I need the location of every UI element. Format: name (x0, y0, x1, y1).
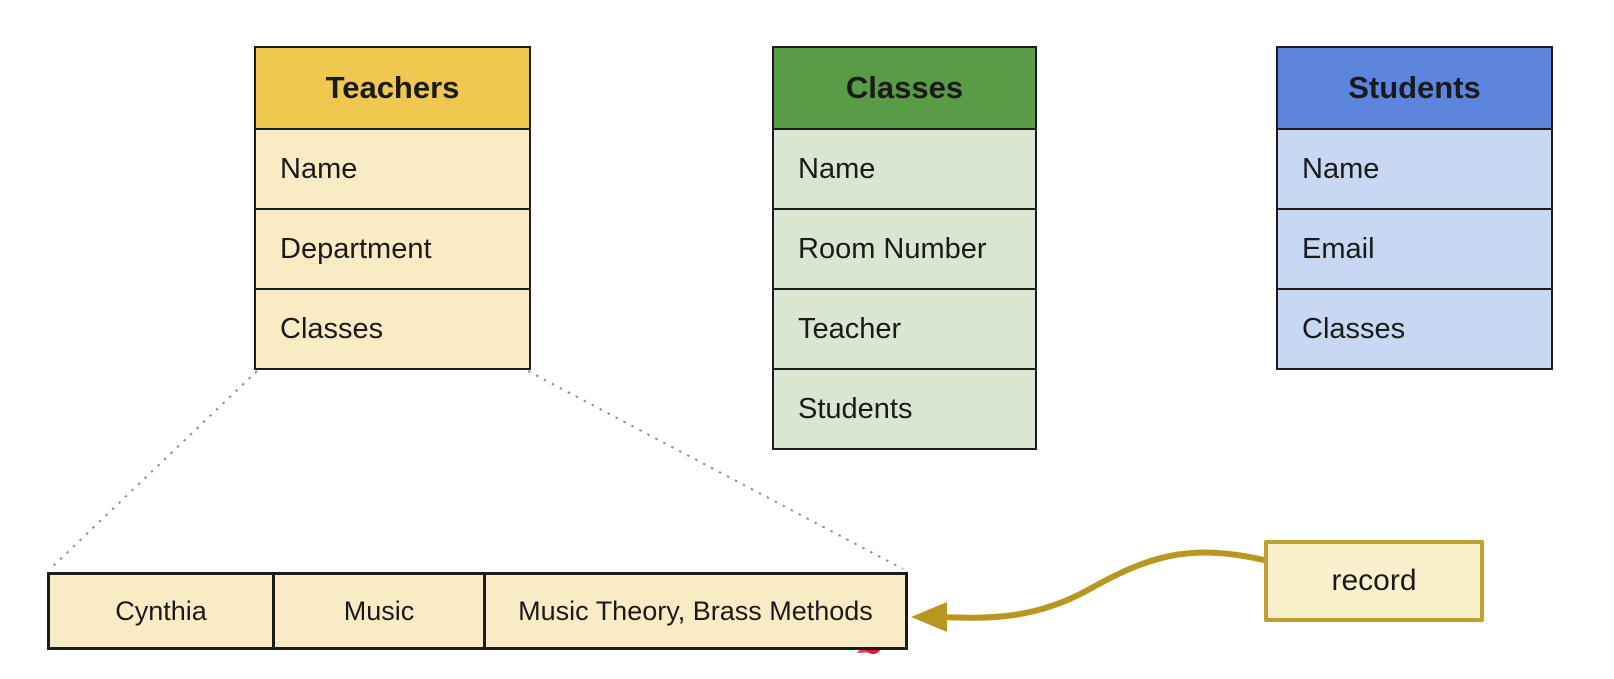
students-field-name: Name (1278, 128, 1551, 208)
classes-table: Classes Name Room Number Teacher Student… (772, 46, 1037, 450)
students-table: Students Name Email Classes (1276, 46, 1553, 370)
record-callout-box: record (1264, 540, 1484, 622)
teachers-field-name: Name (256, 128, 529, 208)
students-table-header: Students (1278, 48, 1551, 128)
record-cell-name: Cynthia (50, 575, 272, 647)
classes-field-room-number: Room Number (774, 208, 1035, 288)
classes-field-students: Students (774, 368, 1035, 448)
teachers-table: Teachers Name Department Classes (254, 46, 531, 370)
record-cell-classes: Music Theory, Brass Methods (483, 575, 905, 647)
dotted-connector-left (49, 370, 258, 570)
callout-arrow-curve (939, 549, 1267, 621)
teachers-field-classes: Classes (256, 288, 529, 368)
teachers-field-department: Department (256, 208, 529, 288)
teachers-table-header: Teachers (256, 48, 529, 128)
classes-field-name: Name (774, 128, 1035, 208)
callout-arrow-head (911, 602, 947, 632)
students-field-classes: Classes (1278, 288, 1551, 368)
record-cell-department: Music (272, 575, 483, 647)
classes-table-header: Classes (774, 48, 1035, 128)
record-row: Cynthia Music Music Theory, Brass Method… (47, 572, 908, 650)
students-field-email: Email (1278, 208, 1551, 288)
classes-field-teacher: Teacher (774, 288, 1035, 368)
